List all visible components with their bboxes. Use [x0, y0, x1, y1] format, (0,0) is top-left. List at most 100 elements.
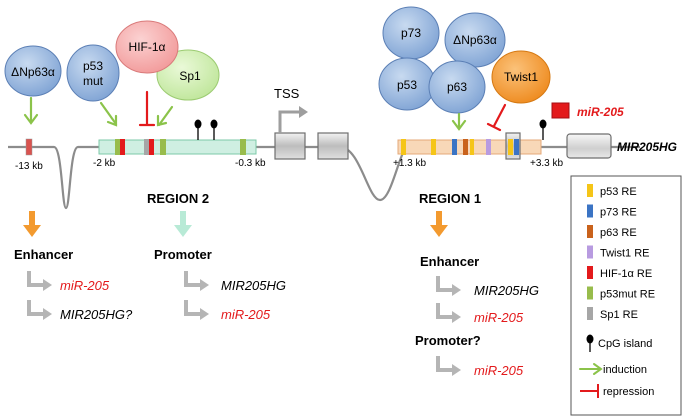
legend-item-label: Twist1 RE	[600, 248, 650, 260]
legend-item-label: Sp1 RE	[600, 309, 638, 321]
legend-swatch	[587, 184, 593, 197]
legend-repression-label: repression	[603, 386, 654, 398]
pos-minus13kb: -13 kb	[15, 161, 43, 172]
pos-plus13kb: +1.3 kb	[393, 158, 427, 169]
pos-plus33kb: +3.3 kb	[530, 158, 564, 169]
region1-promoter-heading: Promoter?	[415, 333, 481, 348]
legend-item-label: p63 RE	[600, 227, 637, 239]
bent-arrow-icon	[27, 300, 52, 320]
p73-re	[514, 139, 519, 155]
svg-text:HIF-1α: HIF-1α	[129, 40, 166, 54]
tss-arrow-icon	[278, 106, 308, 133]
factor-p73: p73	[382, 6, 440, 60]
induction-arrow-icon	[156, 105, 174, 127]
cpg-lollipop-icon	[586, 334, 594, 344]
legend: p53 RE p73 RE p63 RE Twist1 RE HIF-1α RE p53m…	[570, 175, 682, 416]
svg-text:Sp1: Sp1	[179, 69, 201, 83]
cpg-lollipop-icon	[210, 119, 218, 140]
exon-last	[566, 133, 612, 159]
legend-induction-label: induction	[603, 364, 647, 376]
p73-re	[452, 139, 457, 155]
legend-repression: repression	[580, 384, 654, 398]
induction-arrow-icon	[99, 101, 118, 127]
svg-text:p73: p73	[401, 26, 421, 40]
p53-re	[470, 139, 474, 155]
mir205-label: miR-205	[577, 105, 624, 119]
legend-items: p53 RE p73 RE p63 RE Twist1 RE HIF-1α RE p53m…	[587, 184, 655, 321]
exon-2	[317, 132, 349, 160]
region1-enhancer-target2: miR-205	[474, 310, 524, 325]
factor-p53: p53	[378, 57, 436, 111]
region2-enhancer-heading: Enhancer	[14, 247, 73, 262]
legend-swatch	[587, 204, 593, 218]
p63-re	[463, 139, 468, 155]
factor-dnp63a-right: ΔNp63α	[444, 12, 506, 68]
region1-enhancer-target1: MIR205HG	[474, 283, 539, 298]
pos-minus03kb: -0.3 kb	[235, 158, 266, 169]
p53mut-re	[160, 139, 166, 155]
promoter-arrow-left	[174, 211, 192, 237]
region1-promoter-target1: miR-205	[474, 363, 524, 378]
cpg-lollipop-icon	[539, 119, 547, 140]
p53-re	[401, 139, 406, 155]
enhancer-arrow-left	[23, 211, 41, 237]
sp1-re	[144, 139, 149, 155]
legend-cpg-label: CpG island	[598, 338, 652, 350]
legend-cpg: CpG island	[586, 334, 652, 352]
twist1-re	[486, 139, 491, 155]
svg-text:Twist1: Twist1	[504, 70, 538, 84]
bent-arrow-icon	[436, 276, 461, 296]
region2-enhancer-target2: MIR205HG?	[60, 307, 133, 322]
svg-text:p53: p53	[397, 78, 417, 92]
svg-text:p63: p63	[447, 80, 467, 94]
svg-text:mut: mut	[83, 74, 104, 88]
factor-dnp63a-left: ΔNp63α	[4, 45, 62, 97]
bent-arrow-icon	[27, 271, 52, 291]
legend-item-label: p73 RE	[600, 207, 637, 219]
region2-band	[98, 139, 257, 155]
factor-p53mut: p53 mut	[66, 44, 120, 102]
legend-swatch	[587, 266, 593, 279]
legend-induction: induction	[579, 363, 647, 376]
tss-label: TSS	[274, 86, 300, 101]
induction-arrow-icon	[579, 363, 603, 375]
p53-re	[431, 139, 436, 155]
legend-item-label: p53mut RE	[600, 289, 655, 301]
repression-bar-icon	[580, 384, 599, 398]
legend-item-label: HIF-1α RE	[600, 268, 652, 280]
svg-text:ΔNp63α: ΔNp63α	[453, 33, 497, 47]
enhancer-arrow-right	[430, 211, 448, 237]
region2-title: REGION 2	[147, 191, 209, 206]
region2-promoter-target2: miR-205	[221, 307, 271, 322]
pos-minus2kb: -2 kb	[93, 158, 116, 169]
host-gene-label: MIR205HG	[617, 140, 677, 154]
legend-item-label: p53 RE	[600, 186, 637, 198]
region1-title: REGION 1	[419, 191, 481, 206]
region1-enhancer-heading: Enhancer	[420, 254, 479, 269]
legend-swatch	[587, 307, 593, 320]
hif1a-re	[120, 139, 125, 155]
legend-swatch	[587, 225, 593, 238]
p53-re	[508, 139, 513, 155]
p53mut-re	[240, 139, 246, 155]
induction-arrow-icon	[451, 112, 467, 131]
svg-text:ΔNp63α: ΔNp63α	[11, 65, 55, 79]
factor-twist1: Twist1	[491, 50, 551, 104]
hif1a-re	[149, 139, 154, 155]
region2-enhancer-target1: miR-205	[60, 278, 110, 293]
legend-swatch	[587, 245, 593, 259]
factor-hif1a: HIF-1α	[115, 20, 179, 74]
factor-p63: p63	[428, 60, 486, 114]
p53mut-re	[115, 139, 120, 155]
exon-1	[274, 132, 306, 160]
bent-arrow-icon	[184, 271, 209, 291]
p53mut-re-minus13kb	[25, 138, 33, 156]
bent-arrow-icon	[184, 300, 209, 320]
region2-promoter-target1: MIR205HG	[221, 278, 286, 293]
induction-arrow-icon	[23, 96, 39, 125]
repression-bar-icon	[486, 103, 507, 132]
svg-text:p53: p53	[83, 59, 103, 73]
region2-promoter-heading: Promoter	[154, 247, 212, 262]
